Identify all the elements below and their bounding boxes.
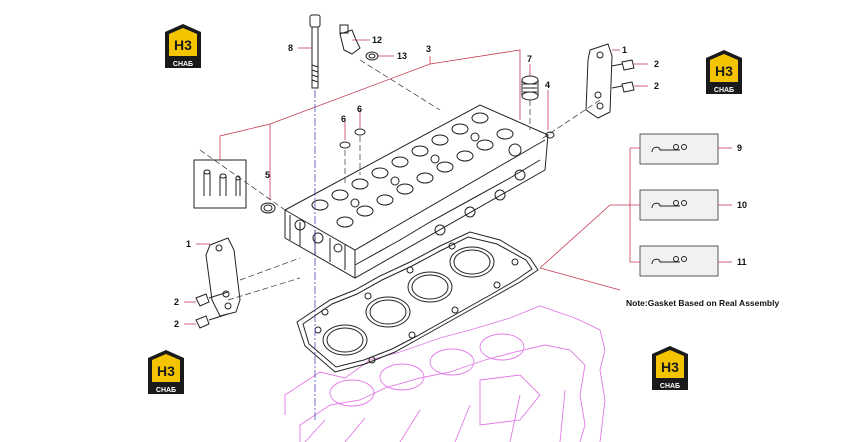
callout-2-rear-b: 2: [654, 81, 659, 91]
head-gasket: [296, 231, 539, 373]
logo-mark: H3: [174, 37, 192, 53]
callout-6-b: 6: [357, 104, 362, 114]
callout-9: 9: [737, 143, 742, 153]
callout-10: 10: [737, 200, 747, 210]
callout-12: 12: [372, 35, 382, 45]
sealing-washer: [365, 51, 379, 61]
assembly-lines: [199, 59, 601, 420]
logo-sub: СНАБ: [660, 383, 680, 390]
gasket-option-11: [639, 245, 719, 277]
callout-5: 5: [265, 170, 270, 180]
threaded-plug: [521, 75, 539, 101]
callout-7: 7: [527, 54, 532, 64]
leader-lines: [184, 39, 732, 325]
logo-sub: СНАБ: [173, 61, 193, 68]
gasket-note: Note:Gasket Based on Real Assembly: [626, 298, 779, 308]
bracket-bolts: [195, 59, 635, 329]
head-bolt: [309, 14, 321, 89]
logo-sub: СНАБ: [714, 87, 734, 94]
seal-ring: [260, 202, 276, 214]
callout-labels: 1 2 2 1 2 2 3 4 5 6 6 7 8 9 10 11 12 13: [174, 35, 747, 329]
engine-block: [284, 305, 606, 442]
callout-2-rear-a: 2: [654, 59, 659, 69]
logo-top-left: H3 СНАБ: [165, 24, 201, 68]
valve-stem-seals: [339, 128, 366, 149]
callout-1-front: 1: [186, 239, 191, 249]
logo-mark: H3: [661, 359, 679, 375]
logo-mark: H3: [715, 63, 733, 79]
dowel-pin: [545, 131, 555, 139]
logo-sub: СНАБ: [156, 387, 176, 394]
logo-bottom-right: H3 СНАБ: [652, 346, 688, 390]
lifting-bracket-front: [205, 237, 241, 317]
callout-4: 4: [545, 80, 550, 90]
valve-guide-kit-box: [193, 159, 247, 209]
logo-bottom-left: H3 СНАБ: [148, 350, 184, 394]
logo-mark: H3: [157, 363, 175, 379]
callout-6-a: 6: [341, 114, 346, 124]
callout-8: 8: [288, 43, 293, 53]
gasket-option-10: [639, 189, 719, 221]
callout-11: 11: [737, 257, 747, 267]
callout-13: 13: [397, 51, 407, 61]
callout-3: 3: [426, 44, 431, 54]
logo-top-right: H3 СНАБ: [706, 50, 742, 94]
callout-2-front-b: 2: [174, 319, 179, 329]
valve-train: [294, 112, 526, 253]
callout-1-rear: 1: [622, 45, 627, 55]
temperature-sender: [339, 24, 361, 55]
callout-2-front-a: 2: [174, 297, 179, 307]
lifting-bracket-rear: [585, 43, 613, 119]
cylinder-head: [284, 104, 549, 279]
gasket-option-9: [639, 133, 719, 165]
